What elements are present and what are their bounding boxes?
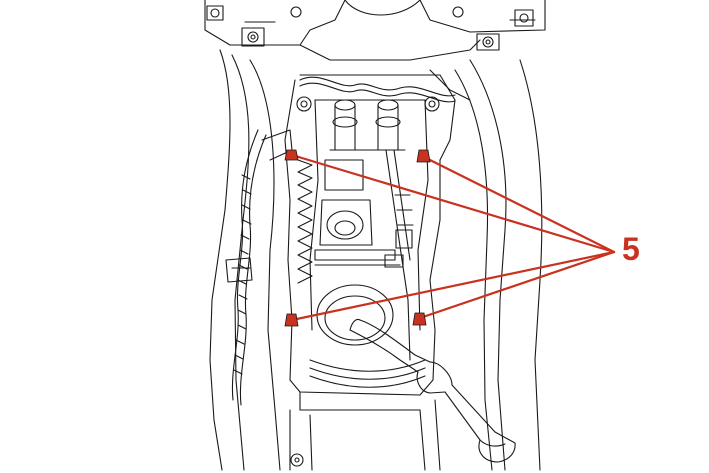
right-housing — [429, 59, 543, 471]
callout-number-label: 5 — [622, 231, 640, 267]
leader-line-top-left — [290, 153, 616, 254]
screw-bottom-left — [284, 313, 299, 327]
upper-frame — [204, 0, 546, 61]
ribbed-edge — [297, 159, 313, 284]
gear-lever — [349, 318, 516, 463]
left-housing — [209, 49, 293, 471]
screw-top-left — [284, 149, 299, 161]
callout-leader-lines — [290, 153, 616, 322]
cable-posts — [296, 76, 456, 151]
shift-rod — [385, 149, 414, 361]
leader-line-bottom-right — [418, 250, 616, 320]
screw-top-right — [416, 149, 431, 163]
leader-line-top-right — [422, 155, 616, 254]
boot-grommet — [316, 284, 394, 346]
leader-line-bottom-left — [290, 250, 616, 322]
mounting-screws — [284, 149, 431, 327]
screw-bottom-right — [412, 312, 427, 326]
lower-frame — [289, 399, 441, 471]
wiring-harness — [231, 129, 267, 406]
selector-block — [314, 159, 404, 268]
shifter-frame — [284, 74, 456, 411]
